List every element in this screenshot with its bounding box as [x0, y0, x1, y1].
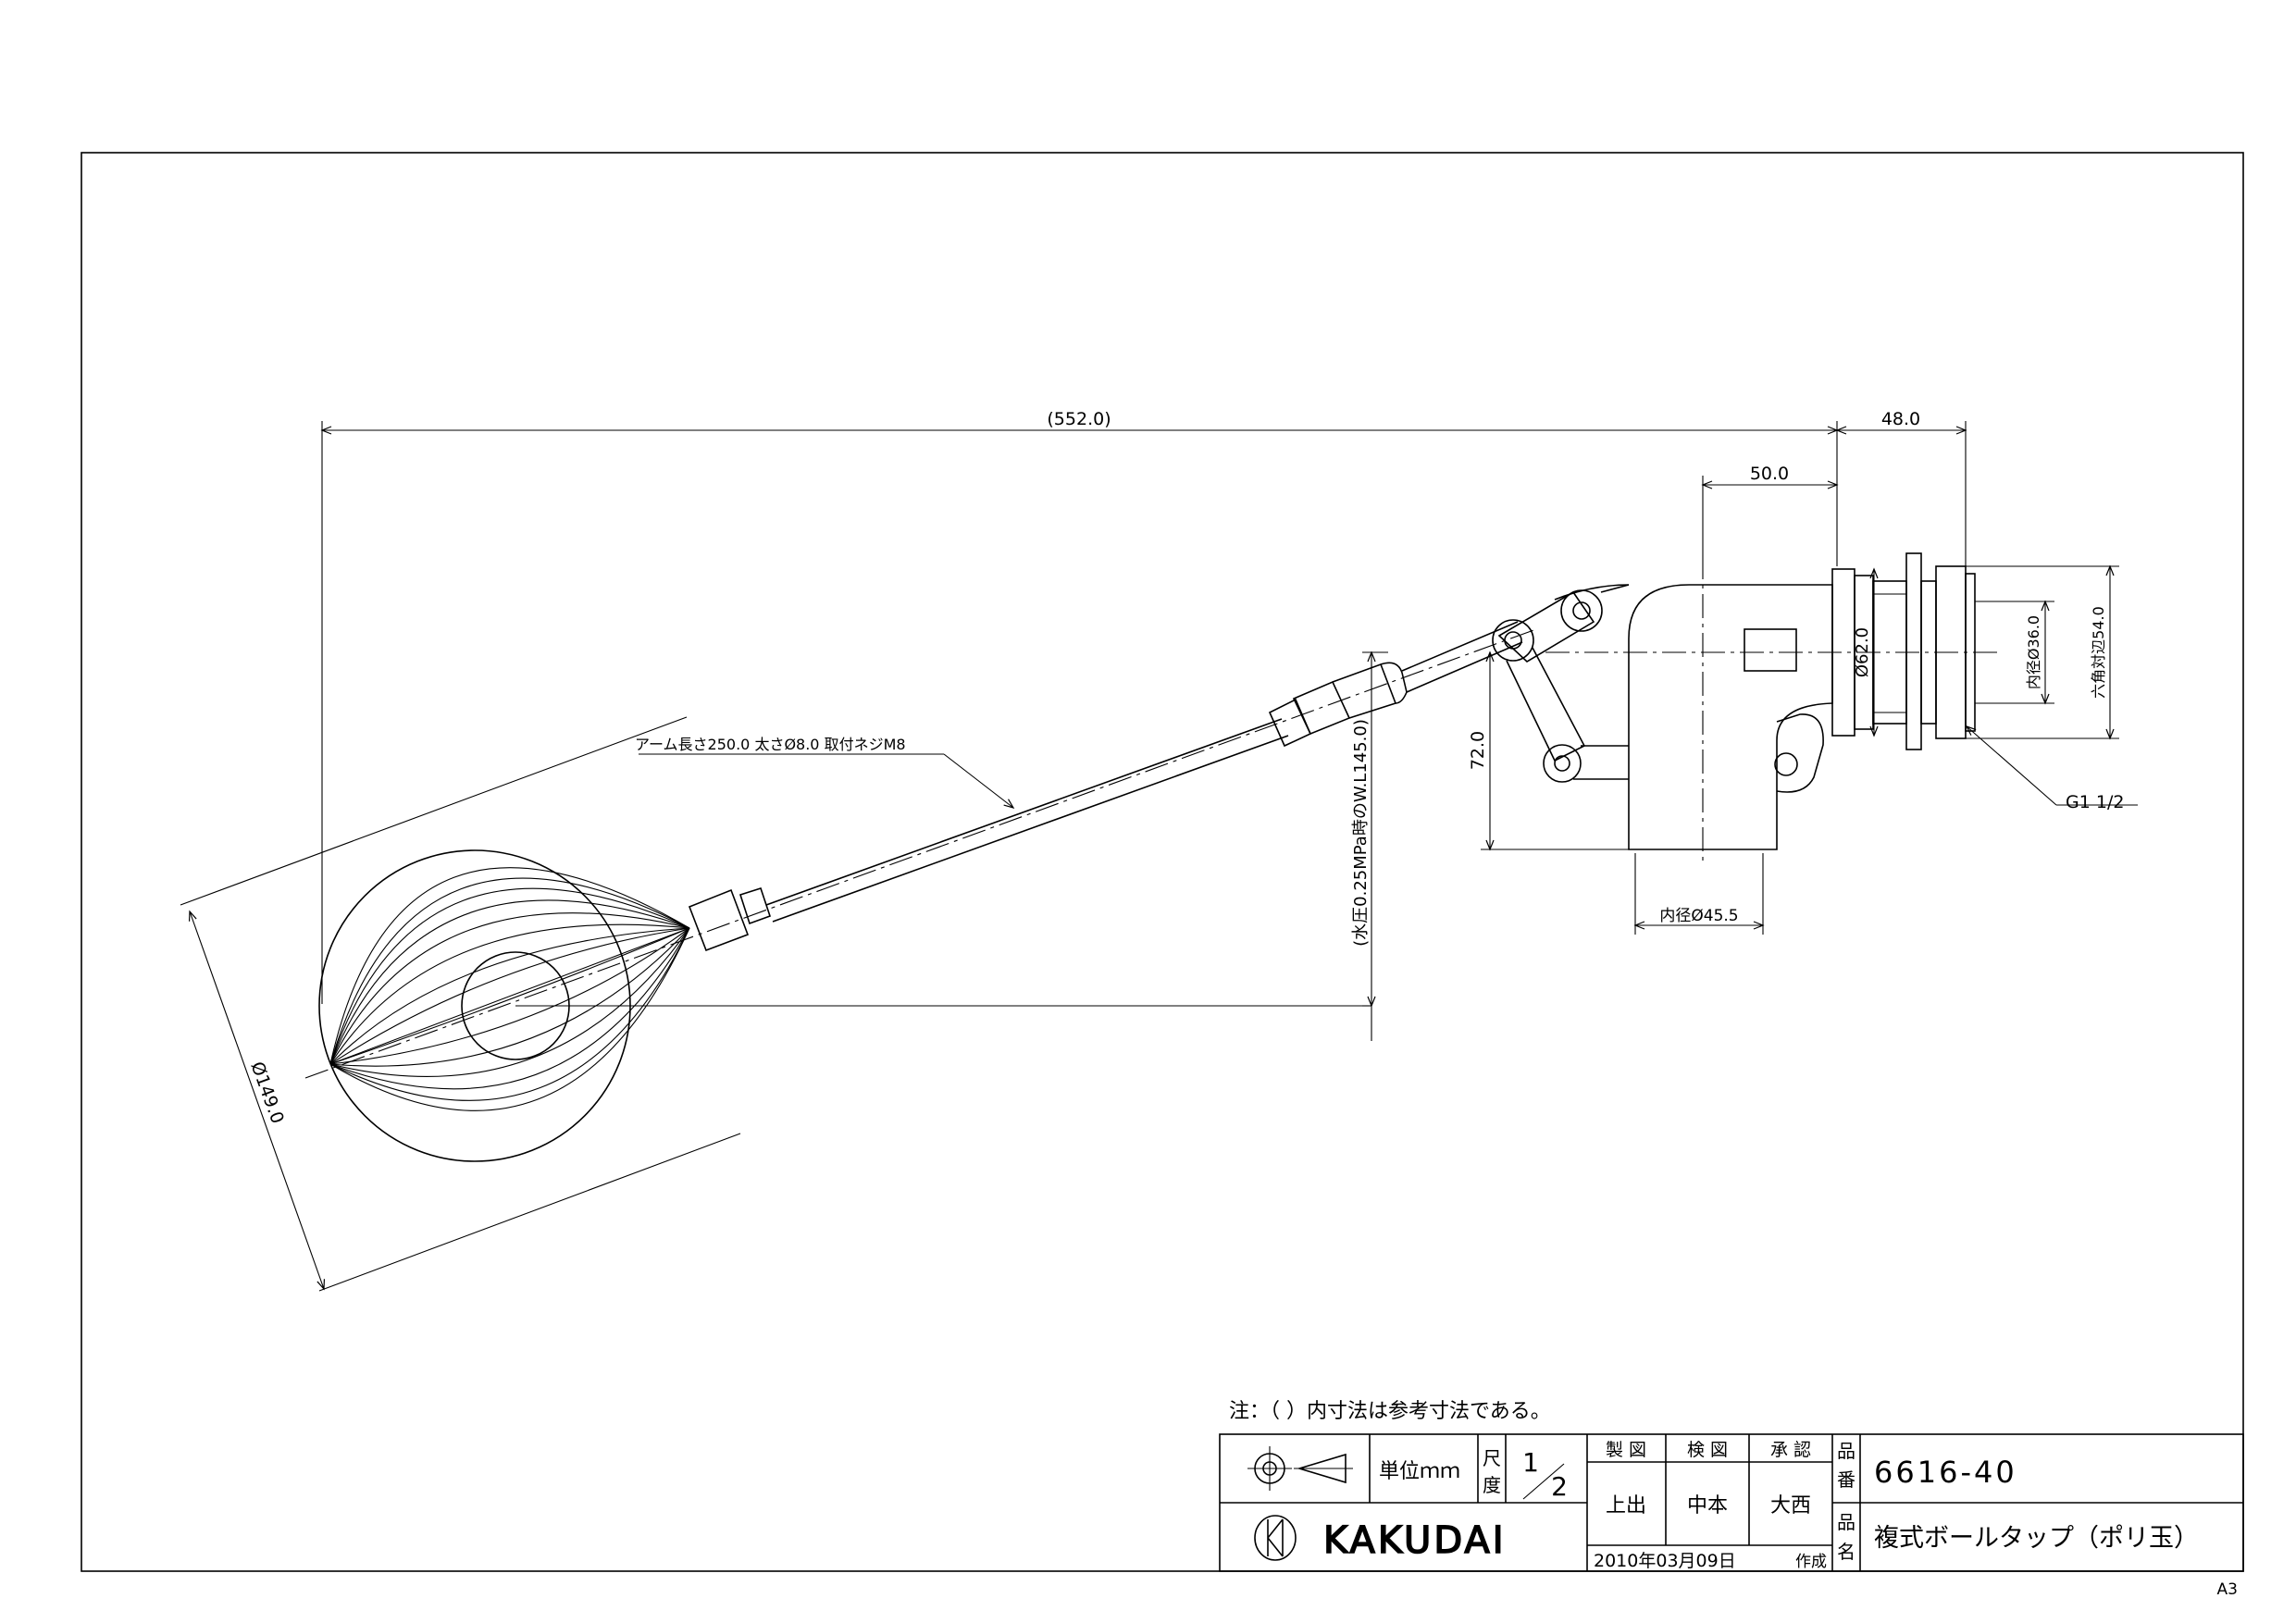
dimension-lines [180, 421, 2138, 1292]
drawn-by: 上出 [1606, 1494, 1646, 1518]
valve-body [1492, 552, 1999, 865]
product-name: 複式ボールタップ（ポリ玉） [1874, 1524, 2199, 1553]
dim-hex-flats: 六角対辺54.0 [2090, 606, 2107, 699]
dim-overall: (552.0) [1047, 409, 1111, 429]
kakudai-logo: KAKUDAI [1254, 1515, 1507, 1563]
dim-water-level: (水圧0.25MPa時のW.L145.0) [1351, 719, 1371, 947]
drawing-date: 2010年03月09日 [1594, 1551, 1736, 1571]
dim-outlet-bore: 内径Ø45.5 [1659, 907, 1738, 925]
scale-numerator: 1 [1522, 1447, 1539, 1478]
created-label: 作成 [1795, 1553, 1827, 1571]
approved-by: 大西 [1770, 1494, 1811, 1518]
drawn-label: 製 図 [1606, 1440, 1646, 1460]
title-block [1219, 1433, 2244, 1572]
dim-upper-offset: 50.0 [1750, 464, 1789, 484]
third-angle-projection-icon [1247, 1446, 1353, 1491]
approved-label: 承 認 [1770, 1440, 1811, 1460]
part-number: 6616-40 [1874, 1455, 2017, 1490]
part-no-label-1: 品 [1837, 1440, 1855, 1462]
unit-label: 単位ｍｍ [1379, 1460, 1460, 1483]
sheet-size: A3 [2217, 1580, 2238, 1599]
dim-thread: G1 1/2 [2066, 792, 2124, 812]
logo-text: KAKUDAI [1323, 1519, 1507, 1562]
scale-label-1: 尺 [1483, 1447, 1501, 1469]
float-ball [318, 849, 772, 1162]
dim-height: 72.0 [1468, 731, 1488, 770]
dim-bore: 内径Ø36.0 [2025, 615, 2042, 689]
scale-label-2: 度 [1483, 1474, 1501, 1496]
scale-denominator: 2 [1551, 1471, 1568, 1502]
dim-right-end: 48.0 [1881, 409, 1920, 429]
name-label-1: 品 [1837, 1511, 1855, 1533]
checked-by: 中本 [1687, 1494, 1728, 1518]
dim-body-dia: Ø62.0 [1853, 627, 1872, 677]
checked-label: 検 図 [1687, 1440, 1728, 1460]
reference-note: 注：（ ）内寸法は参考寸法である。 [1229, 1400, 1551, 1423]
float-arm [304, 621, 1537, 1079]
scale-fraction-bar [1522, 1463, 1565, 1500]
part-no-label-2: 番 [1837, 1468, 1855, 1491]
dim-arm-note: アーム長さ250.0 太さØ8.0 取付ネジM8 [635, 736, 906, 753]
name-label-2: 名 [1837, 1541, 1855, 1563]
drawing-border [81, 152, 2244, 1572]
dim-float-dia: Ø149.0 [246, 1059, 287, 1127]
